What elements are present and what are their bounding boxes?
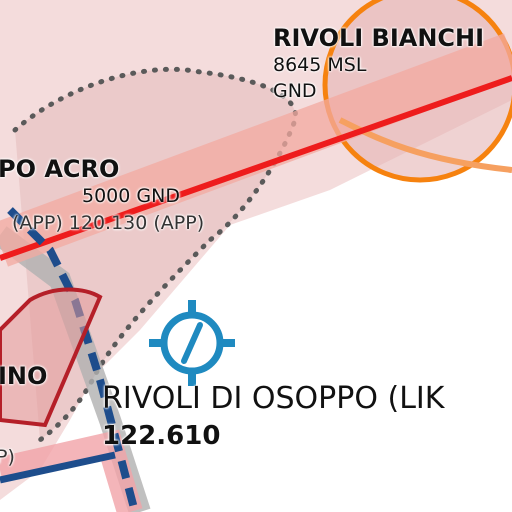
airfield-icon[interactable] [149,300,235,386]
salmon-corridor [0,33,512,267]
blue-route-2 [0,451,116,484]
rivoli-bianchi-lower: GND [273,80,317,102]
blue-route [7,207,139,512]
sector-zone [0,287,103,428]
danger-line [0,75,512,261]
orange-corridor-line [338,117,512,173]
acro-zone-frequency: (APP) 120.130 (APP) [12,212,205,234]
pink-band [0,429,143,512]
rivoli-bianchi-name: RIVOLI BIANCHI [273,24,485,52]
left-zone-name: INO [0,362,48,390]
airport-name[interactable]: RIVOLI DI OSOPPO (LIK [102,381,445,416]
acro-zone-name: PO ACRO [0,155,120,183]
rivoli-bianchi-upper: 8645 MSL [273,54,367,76]
left-zone-frequency: P) [0,446,15,468]
airport-frequency: 122.610 [102,421,221,451]
acro-zone-limits: 5000 GND [82,185,180,207]
